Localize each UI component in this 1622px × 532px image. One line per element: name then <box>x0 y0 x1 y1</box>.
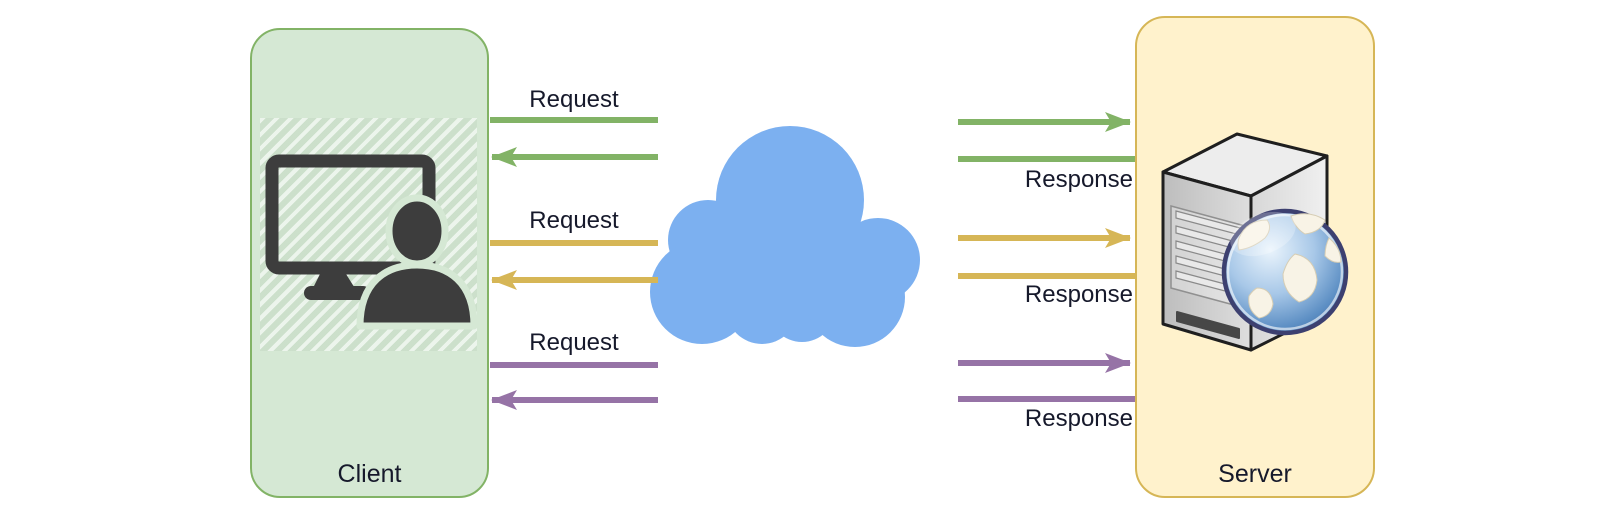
server-slot <box>1176 311 1240 339</box>
response-label-3: Response <box>1024 405 1133 432</box>
person-head <box>385 194 449 268</box>
monitor-base <box>304 286 370 300</box>
server-box: Server <box>1135 16 1375 498</box>
web-server-icon <box>1161 132 1349 352</box>
response-label-1: Response <box>1024 166 1133 193</box>
request-label-2: Request <box>529 207 619 234</box>
client-label: Client <box>337 460 402 488</box>
response-label-2: Response <box>1024 281 1133 308</box>
person-body <box>356 261 477 330</box>
client-icon-area <box>260 118 477 351</box>
cloud-icon <box>650 126 920 347</box>
globe-icon <box>1221 208 1349 336</box>
request-label-1: Request <box>529 86 619 113</box>
request-label-3: Request <box>529 329 619 356</box>
user-at-computer-icon <box>265 154 477 330</box>
server-label: Server <box>1218 460 1292 488</box>
client-box: Client <box>250 28 489 498</box>
